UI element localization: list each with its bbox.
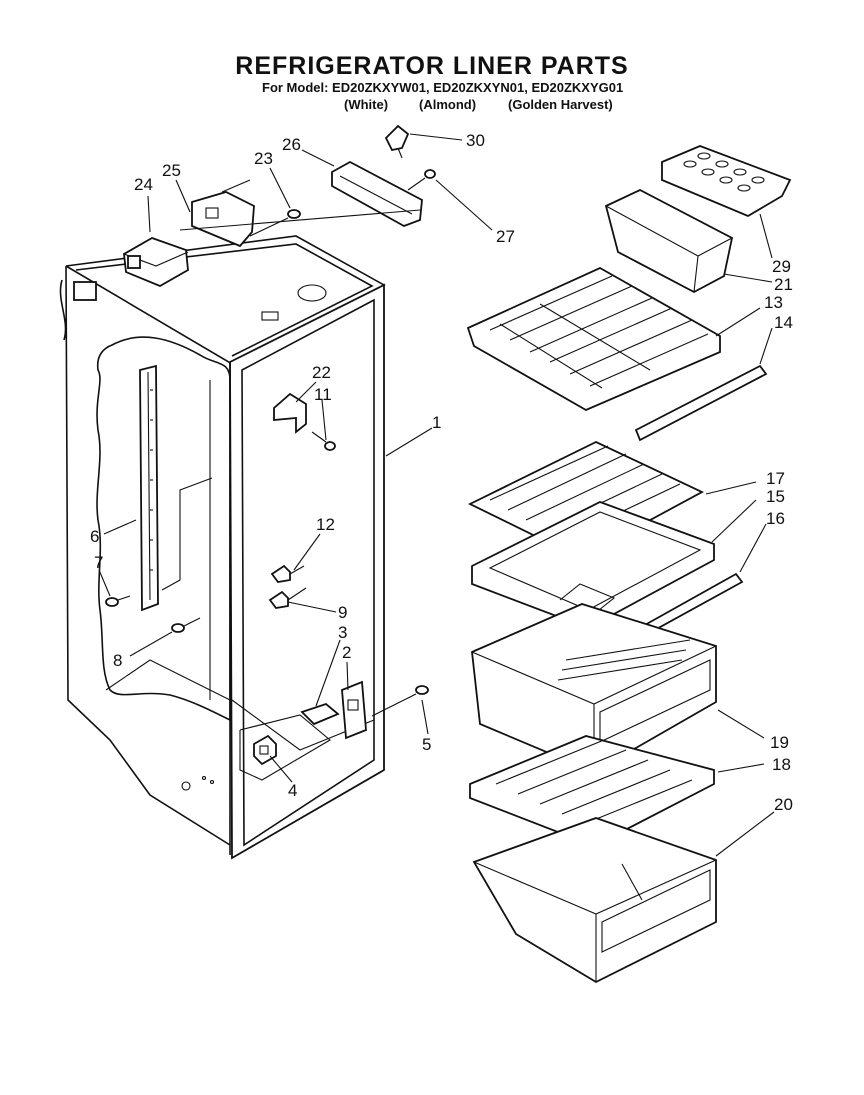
diagram-title: REFRIGERATOR LINER PARTS <box>235 52 629 80</box>
part-12-clip <box>270 564 305 583</box>
callout-16: 16 <box>766 509 785 528</box>
callout-2: 2 <box>342 643 351 662</box>
callout-9: 9 <box>338 603 347 622</box>
part-30-cap <box>384 124 410 159</box>
part-11-screw <box>311 431 336 451</box>
callout-15: 15 <box>766 487 785 506</box>
part-29-ice-tray <box>661 145 792 218</box>
part-19-crisper-drawer <box>471 603 717 774</box>
part-22-bracket <box>273 392 307 434</box>
diagram-header: REFRIGERATOR LINER PARTS For Model: ED20… <box>0 0 864 120</box>
callout-1: 1 <box>432 413 441 432</box>
part-14-shelf-bar <box>634 364 768 442</box>
callout-14: 14 <box>774 313 793 332</box>
color-almond: (Almond) <box>419 97 477 112</box>
callout-19: 19 <box>770 733 789 752</box>
callout-18: 18 <box>772 755 791 774</box>
callout-5: 5 <box>422 735 431 754</box>
part-7-screw <box>105 595 131 607</box>
callout-17: 17 <box>766 469 785 488</box>
model-numbers: For Model: ED20ZKXYW01, ED20ZKXYN01, ED2… <box>262 80 624 95</box>
callout-23: 23 <box>254 149 273 168</box>
part-8-screw <box>171 617 201 633</box>
callout-11: 11 <box>314 385 332 404</box>
part-18-glass-shelf <box>469 735 715 847</box>
callout-4: 4 <box>288 781 297 800</box>
callout-12: 12 <box>316 515 335 534</box>
part-25-bracket <box>191 179 255 248</box>
callout-27: 27 <box>496 227 515 246</box>
callout-30: 30 <box>466 131 485 150</box>
color-white: (White) <box>344 97 389 112</box>
callout-29: 29 <box>772 257 791 276</box>
callout-22: 22 <box>312 363 331 382</box>
part-26-track <box>179 160 423 231</box>
callout-24: 24 <box>134 175 153 194</box>
callout-labels: 1 2 3 4 5 6 7 8 9 11 12 13 14 15 16 17 1… <box>90 131 793 814</box>
callout-20: 20 <box>774 795 793 814</box>
part-6-shelf-rail <box>139 364 213 612</box>
part-2-hinge <box>341 680 367 740</box>
callout-21: 21 <box>774 275 793 294</box>
callout-6: 6 <box>90 527 99 546</box>
liner-cabinet <box>59 235 386 860</box>
part-13-wire-shelf <box>466 266 721 412</box>
callout-13: 13 <box>764 293 783 312</box>
color-golden-harvest: (Golden Harvest) <box>508 97 613 112</box>
callout-8: 8 <box>113 651 122 670</box>
part-20-meat-drawer <box>472 817 717 984</box>
part-15-shelf-frame <box>471 501 715 629</box>
part-5-screw <box>371 685 429 717</box>
callout-7: 7 <box>94 553 103 572</box>
callout-26: 26 <box>282 135 301 154</box>
part-24-housing <box>123 237 189 287</box>
callout-3: 3 <box>338 623 347 642</box>
part-27-screw <box>407 169 436 191</box>
callout-25: 25 <box>162 161 181 180</box>
part-21-ice-bin <box>604 188 734 294</box>
part-3-plate <box>300 702 340 726</box>
leader-lines <box>98 133 775 857</box>
